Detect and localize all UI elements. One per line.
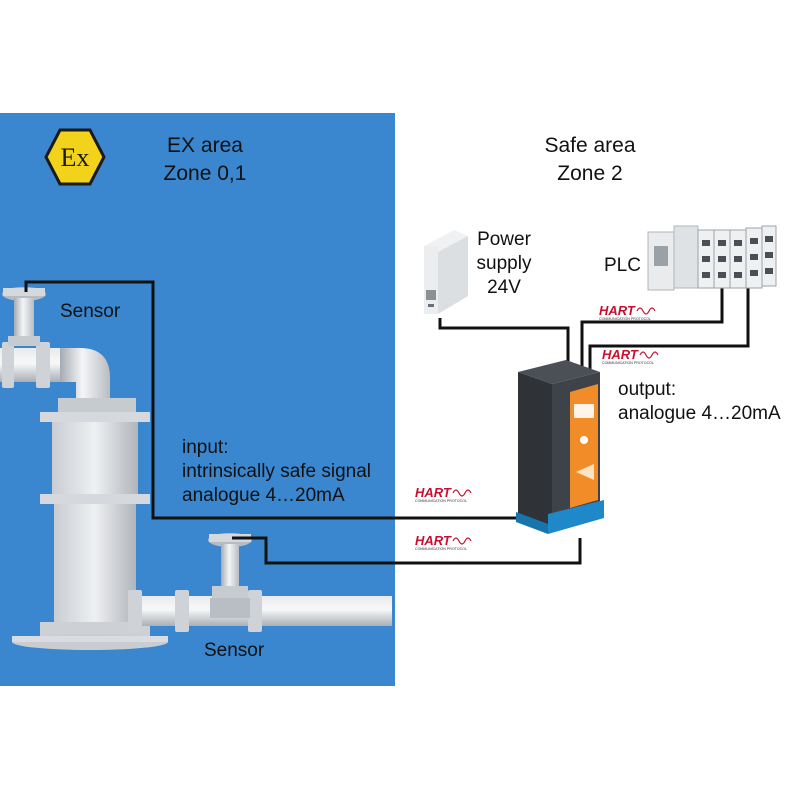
hart-logo-output: HART COMMUNICATION PROTOCOL — [602, 347, 659, 365]
sensor-bottom-graphic — [208, 533, 252, 618]
hart-logo-word: HART — [599, 303, 636, 318]
sensor-bottom-label: Sensor — [204, 640, 265, 661]
power-supply-graphic — [424, 230, 468, 314]
plc-graphic — [647, 225, 777, 291]
hart-logo-word: HART — [415, 485, 452, 500]
process-piping — [0, 342, 392, 650]
isolator-module-graphic — [516, 360, 604, 534]
hart-logo-subtitle: COMMUNICATION PROTOCOL — [415, 547, 467, 551]
hart-logo-word: HART — [415, 533, 452, 548]
hart-logo-plc: HART COMMUNICATION PROTOCOL — [599, 303, 656, 321]
output-line1: output: — [618, 379, 677, 400]
signal-wiring — [24, 280, 750, 565]
power-supply-label: Power supply 24V — [470, 228, 538, 300]
plc-label: PLC — [604, 255, 641, 276]
ex-symbol-text: Ex — [61, 143, 90, 172]
ex-hazard-icon: Ex — [44, 128, 106, 186]
power-supply-line2: supply — [476, 253, 532, 274]
hart-logo-subtitle: COMMUNICATION PROTOCOL — [602, 361, 654, 365]
hart-logo-input-top: HART COMMUNICATION PROTOCOL — [415, 485, 472, 503]
input-line3: analogue 4…20mA — [182, 485, 345, 506]
hart-logo-word: HART — [602, 347, 639, 362]
hart-logo-subtitle: COMMUNICATION PROTOCOL — [415, 499, 467, 503]
safe-area-title-line2: Zone 2 — [557, 162, 623, 185]
sensor-top-label: Sensor — [60, 301, 121, 322]
safe-area-title: Safe area Zone 2 — [515, 132, 665, 188]
ex-area-title-line1: EX area — [167, 134, 243, 157]
input-line2: intrinsically safe signal — [182, 461, 372, 482]
output-line2: analogue 4…20mA — [618, 403, 781, 424]
input-description: input: intrinsically safe signal analogu… — [182, 436, 402, 508]
output-description: output: analogue 4…20mA — [618, 378, 798, 426]
input-line1: input: — [182, 437, 229, 458]
ex-area-title-line2: Zone 0,1 — [163, 162, 247, 185]
power-supply-line1: Power — [477, 229, 531, 250]
power-supply-line3: 24V — [487, 277, 521, 298]
hart-logo-input-bottom: HART COMMUNICATION PROTOCOL — [415, 533, 472, 551]
hart-logo-subtitle: COMMUNICATION PROTOCOL — [599, 317, 651, 321]
safe-area-title-line1: Safe area — [544, 134, 636, 157]
sensor-top-graphic — [2, 287, 46, 346]
ex-area-title: EX area Zone 0,1 — [130, 132, 280, 188]
